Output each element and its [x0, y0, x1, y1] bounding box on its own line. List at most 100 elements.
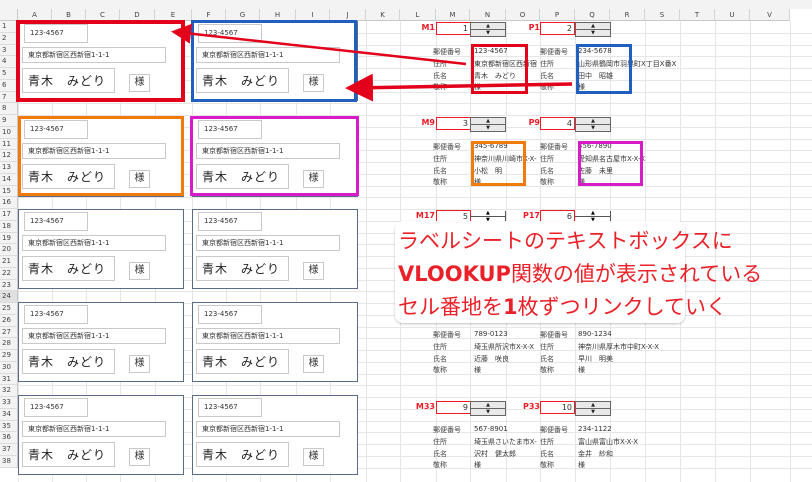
- field-value-honorific[interactable]: 様: [474, 366, 481, 375]
- row-header-3[interactable]: 3: [0, 44, 18, 57]
- honorific-textbox[interactable]: 様: [303, 262, 324, 280]
- field-value-honorific[interactable]: 様: [474, 83, 481, 92]
- row-header-19[interactable]: 19: [0, 232, 18, 245]
- spin-button[interactable]: ▲▼: [575, 401, 611, 417]
- postal-textbox[interactable]: 123-4567: [24, 212, 88, 231]
- row-header-32[interactable]: 32: [0, 385, 18, 397]
- postal-textbox[interactable]: 123-4567: [24, 398, 88, 417]
- postal-textbox[interactable]: 123-4567: [24, 305, 88, 324]
- row-header-11[interactable]: 11: [0, 138, 18, 151]
- row-header-23[interactable]: 23: [0, 279, 18, 292]
- row-header-27[interactable]: 27: [0, 326, 18, 339]
- column-header-N[interactable]: N: [470, 9, 506, 21]
- spin-button[interactable]: ▲▼: [575, 117, 611, 133]
- address-textbox[interactable]: 東京都新宿区西新宿1-1-1: [22, 235, 166, 251]
- spin-button[interactable]: ▲▼: [470, 117, 506, 133]
- name-textbox[interactable]: 青木 みどり: [22, 164, 115, 189]
- row-header-13[interactable]: 13: [0, 162, 18, 174]
- column-header-D[interactable]: D: [120, 9, 155, 21]
- column-header-A[interactable]: A: [18, 9, 52, 21]
- column-header-P[interactable]: P: [540, 9, 575, 21]
- row-header-14[interactable]: 14: [0, 173, 18, 186]
- address-textbox[interactable]: 東京都新宿区西新宿1-1-1: [196, 328, 340, 344]
- column-header-T[interactable]: T: [680, 9, 715, 21]
- postal-textbox[interactable]: 123-4567: [24, 24, 88, 43]
- field-value-postal[interactable]: 234-1122: [578, 425, 612, 433]
- address-textbox[interactable]: 東京都新宿区西新宿1-1-1: [22, 47, 166, 63]
- row-header-7[interactable]: 7: [0, 91, 18, 104]
- row-header-18[interactable]: 18: [0, 220, 18, 233]
- row-header-30[interactable]: 30: [0, 361, 18, 374]
- column-header-S[interactable]: S: [645, 9, 680, 21]
- record-number-cell[interactable]: 2: [540, 22, 575, 35]
- field-value-address[interactable]: 愛知県名古屋市X-X-X: [578, 154, 646, 163]
- row-header-28[interactable]: 28: [0, 338, 18, 350]
- honorific-textbox[interactable]: 様: [303, 74, 324, 92]
- name-textbox[interactable]: 青木 みどり: [22, 256, 115, 281]
- column-header-I[interactable]: I: [296, 9, 330, 21]
- column-header-L[interactable]: L: [400, 9, 436, 21]
- record-number-cell[interactable]: 9: [436, 401, 471, 414]
- name-textbox[interactable]: 青木 みどり: [196, 349, 289, 374]
- record-number-cell[interactable]: 3: [436, 117, 471, 130]
- name-textbox[interactable]: 青木 みどり: [196, 256, 289, 281]
- postal-textbox[interactable]: 123-4567: [24, 120, 88, 139]
- row-header-21[interactable]: 21: [0, 256, 18, 268]
- address-textbox[interactable]: 東京都新宿区西新宿1-1-1: [196, 235, 340, 251]
- name-textbox[interactable]: 青木 みどり: [196, 68, 289, 93]
- field-value-honorific[interactable]: 様: [578, 83, 585, 92]
- select-all-corner[interactable]: [0, 9, 18, 21]
- column-header-Q[interactable]: Q: [575, 9, 610, 21]
- field-value-name[interactable]: 田中 昭雄: [578, 71, 613, 80]
- column-header-U[interactable]: U: [715, 9, 750, 21]
- spin-up-icon[interactable]: ▲: [591, 210, 595, 216]
- column-header-F[interactable]: F: [192, 9, 226, 21]
- row-header-15[interactable]: 15: [0, 185, 18, 198]
- field-value-postal[interactable]: 234-5678: [578, 47, 612, 55]
- row-header-35[interactable]: 35: [0, 420, 18, 433]
- spin-down-icon[interactable]: ▼: [486, 217, 490, 223]
- address-textbox[interactable]: 東京都新宿区西新宿1-1-1: [22, 421, 166, 437]
- column-header-C[interactable]: C: [86, 9, 120, 21]
- column-header-H[interactable]: H: [260, 9, 296, 21]
- field-value-name[interactable]: 早川 明美: [578, 354, 613, 363]
- column-header-V[interactable]: V: [750, 9, 790, 21]
- column-header-E[interactable]: E: [155, 9, 192, 21]
- honorific-textbox[interactable]: 様: [129, 355, 150, 373]
- postal-textbox[interactable]: 123-4567: [198, 398, 262, 417]
- row-header-6[interactable]: 6: [0, 79, 18, 92]
- address-textbox[interactable]: 東京都新宿区西新宿1-1-1: [22, 328, 166, 344]
- field-value-name[interactable]: 沢村 健太郎: [474, 449, 516, 458]
- row-header-4[interactable]: 4: [0, 56, 18, 68]
- field-value-honorific[interactable]: 様: [578, 178, 585, 187]
- field-value-honorific[interactable]: 様: [474, 178, 481, 187]
- field-value-address[interactable]: 東京都新宿区西新宿: [474, 59, 537, 68]
- row-header-29[interactable]: 29: [0, 350, 18, 362]
- field-value-postal[interactable]: 123-4567: [474, 47, 508, 55]
- spin-down-icon[interactable]: ▼: [591, 217, 595, 223]
- row-header-2[interactable]: 2: [0, 32, 18, 45]
- honorific-textbox[interactable]: 様: [129, 74, 150, 92]
- row-header-8[interactable]: 8: [0, 103, 18, 115]
- honorific-textbox[interactable]: 様: [129, 448, 150, 466]
- row-header-36[interactable]: 36: [0, 432, 18, 444]
- honorific-textbox[interactable]: 様: [129, 170, 150, 188]
- column-header-O[interactable]: O: [506, 9, 540, 21]
- honorific-textbox[interactable]: 様: [129, 262, 150, 280]
- column-header-B[interactable]: B: [52, 9, 86, 21]
- field-value-address[interactable]: 神奈川県川崎市X-X-: [474, 154, 537, 163]
- field-value-postal[interactable]: 789-0123: [474, 330, 508, 338]
- name-textbox[interactable]: 青木 みどり: [22, 68, 115, 93]
- spin-down-icon[interactable]: ▼: [575, 29, 611, 37]
- record-number-cell[interactable]: 1: [436, 22, 471, 35]
- column-header-K[interactable]: K: [366, 9, 400, 21]
- spin-up-icon[interactable]: ▲: [486, 210, 490, 216]
- row-header-34[interactable]: 34: [0, 408, 18, 421]
- column-header-G[interactable]: G: [226, 9, 260, 21]
- row-header-5[interactable]: 5: [0, 68, 18, 80]
- name-textbox[interactable]: 青木 みどり: [22, 349, 115, 374]
- field-value-postal[interactable]: 456-7890: [578, 142, 612, 150]
- row-header-24[interactable]: 24: [0, 291, 18, 303]
- postal-textbox[interactable]: 123-4567: [198, 305, 262, 324]
- spin-button[interactable]: ▲▼: [575, 210, 611, 226]
